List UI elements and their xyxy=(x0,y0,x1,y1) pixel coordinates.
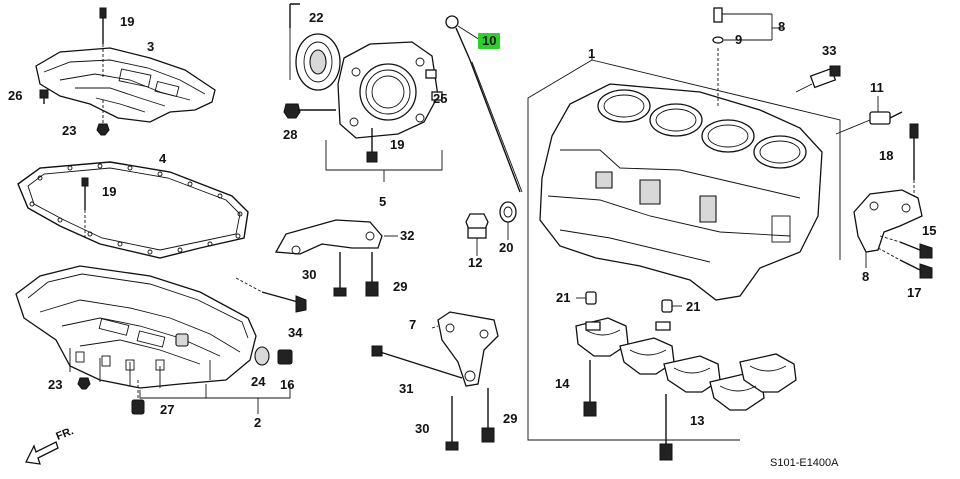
part-34-bolt[interactable] xyxy=(235,277,307,313)
diagram-code: S101-E1400A xyxy=(770,457,839,469)
label-31[interactable]: 31 xyxy=(399,381,414,396)
part-23-nut-b[interactable] xyxy=(77,377,91,390)
part-30-bolt-b[interactable] xyxy=(445,396,459,451)
part-16-plug[interactable] xyxy=(277,349,293,365)
label-5[interactable]: 5 xyxy=(379,194,387,209)
label-17[interactable]: 17 xyxy=(907,285,922,300)
part-10-dipstick[interactable] xyxy=(445,15,523,193)
label-19-c[interactable]: 19 xyxy=(102,184,117,199)
part-21-dowel-b[interactable] xyxy=(661,299,682,313)
part-9-washer[interactable] xyxy=(712,36,772,44)
part-22-oil-seal[interactable] xyxy=(295,33,341,91)
part-11-sensor[interactable] xyxy=(835,96,903,135)
label-12[interactable]: 12 xyxy=(468,255,483,270)
part-25-dowel[interactable] xyxy=(425,69,443,101)
label-26[interactable]: 26 xyxy=(8,88,23,103)
label-10-highlighted[interactable]: 10 xyxy=(478,33,501,49)
label-20[interactable]: 20 xyxy=(499,240,514,255)
part-8-bolt-a[interactable] xyxy=(713,7,784,108)
label-30-a[interactable]: 30 xyxy=(302,267,317,282)
label-11[interactable]: 11 xyxy=(870,80,884,95)
part-13-bolt[interactable] xyxy=(659,394,673,461)
label-29-b[interactable]: 29 xyxy=(503,411,518,426)
label-8-b[interactable]: 8 xyxy=(862,269,870,284)
part-17-bolt[interactable] xyxy=(877,247,933,279)
part-12-plug[interactable] xyxy=(465,213,489,256)
label-8-a[interactable]: 8 xyxy=(778,19,786,34)
part-30-bolt-a[interactable] xyxy=(333,252,347,297)
part-14-bolt[interactable] xyxy=(583,360,597,417)
label-4[interactable]: 4 xyxy=(159,151,167,166)
label-33[interactable]: 33 xyxy=(822,43,837,58)
part-29-bolt-b[interactable] xyxy=(481,388,495,443)
label-13[interactable]: 13 xyxy=(690,413,705,428)
label-23-b[interactable]: 23 xyxy=(48,377,63,392)
label-3[interactable]: 3 xyxy=(147,39,155,54)
label-34[interactable]: 34 xyxy=(288,325,303,340)
part-19-bolt-c[interactable] xyxy=(81,177,89,240)
label-24[interactable]: 24 xyxy=(251,374,266,389)
label-19-b[interactable]: 19 xyxy=(390,137,405,152)
label-27[interactable]: 27 xyxy=(160,402,175,417)
part-19-bolt-a[interactable] xyxy=(99,7,107,78)
part-21-dowel-a[interactable] xyxy=(576,291,597,305)
label-25[interactable]: 25 xyxy=(433,91,448,106)
part-24-washer[interactable] xyxy=(254,346,270,366)
label-7[interactable]: 7 xyxy=(409,317,417,332)
label-19-a[interactable]: 19 xyxy=(120,14,135,29)
part-7-bracket[interactable] xyxy=(431,311,499,387)
part-31-bolt[interactable] xyxy=(371,345,463,379)
part-26-bolt[interactable] xyxy=(39,89,49,104)
label-14[interactable]: 14 xyxy=(555,376,570,391)
part-33-sensor[interactable] xyxy=(795,65,841,93)
part-19-bolt-b[interactable] xyxy=(366,128,378,163)
label-23-a[interactable]: 23 xyxy=(62,123,77,138)
part-4-gasket[interactable] xyxy=(17,161,249,259)
part-5-seal-housing[interactable] xyxy=(289,3,443,182)
part-15-bolt[interactable] xyxy=(879,235,933,259)
label-30-b[interactable]: 30 xyxy=(415,421,430,436)
part-20-washer[interactable] xyxy=(499,201,517,240)
label-32[interactable]: 32 xyxy=(400,228,415,243)
part-23-nut-a[interactable] xyxy=(96,100,110,136)
label-29-a[interactable]: 29 xyxy=(393,279,408,294)
label-9[interactable]: 9 xyxy=(735,32,743,47)
label-21-b[interactable]: 21 xyxy=(686,299,701,314)
part-27-drain-bolt[interactable] xyxy=(131,380,145,415)
front-arrow-icon xyxy=(25,441,59,465)
label-28[interactable]: 28 xyxy=(283,127,298,142)
part-2-oil-pan[interactable] xyxy=(15,265,291,414)
label-16[interactable]: 16 xyxy=(280,377,295,392)
label-1[interactable]: 1 xyxy=(588,46,596,61)
label-22[interactable]: 22 xyxy=(309,10,324,25)
part-1-cylinder-block[interactable] xyxy=(527,50,841,441)
part-18-stud[interactable] xyxy=(909,123,919,196)
part-3-cover[interactable] xyxy=(35,47,216,123)
label-2[interactable]: 2 xyxy=(254,415,262,430)
label-21-a[interactable]: 21 xyxy=(556,290,571,305)
part-8-bracket-b[interactable] xyxy=(853,189,923,268)
part-28-bolt[interactable] xyxy=(283,103,336,119)
part-29-bolt-a[interactable] xyxy=(365,252,379,297)
label-15[interactable]: 15 xyxy=(922,223,937,238)
label-18[interactable]: 18 xyxy=(879,148,894,163)
part-32-bracket[interactable] xyxy=(274,219,398,255)
bearing-caps[interactable] xyxy=(575,317,797,411)
